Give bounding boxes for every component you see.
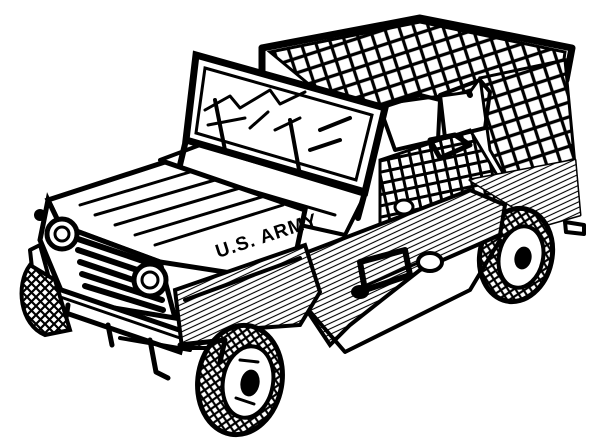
rear-wheel [476, 205, 556, 305]
right-front-wheel [195, 322, 285, 438]
rear-body [468, 158, 586, 236]
chassis [118, 336, 228, 365]
side-body [298, 187, 508, 354]
front-bumper [25, 276, 188, 381]
windshield [177, 50, 390, 221]
left-front-wheel [19, 262, 73, 338]
